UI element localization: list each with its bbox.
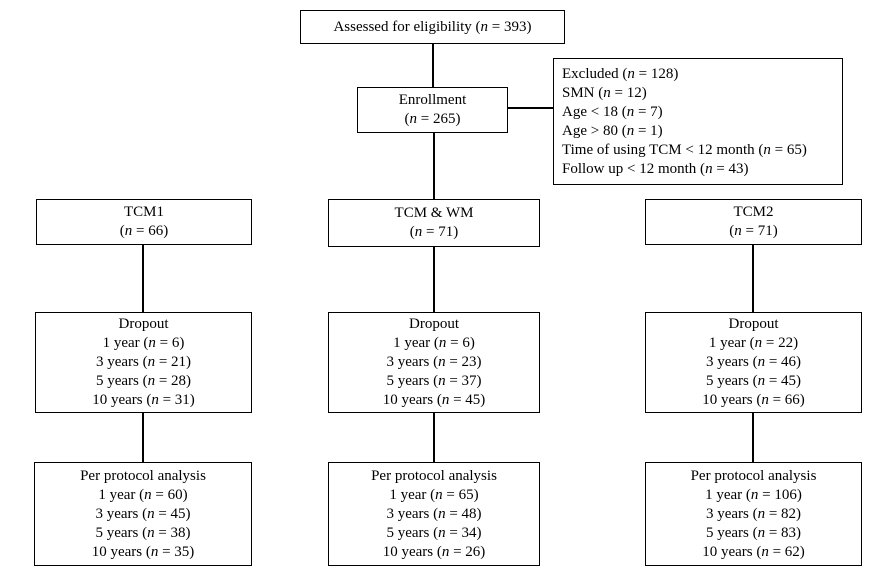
connector-dropout-to-per-protocol-tcm1 (142, 413, 144, 462)
box-per-protocol-tcm1: Per protocol analysis 1 year (n = 60) 3 ye… (34, 462, 252, 566)
box-line: 3 years (n = 82) (705, 505, 802, 522)
box-line: Enrollment (398, 92, 467, 108)
box-line: TCM & WM (394, 205, 474, 221)
box-line: 10 years (n = 26) (382, 543, 486, 560)
box-line: 3 years (n = 48) (386, 505, 482, 522)
box-per-protocol-tcm2: Per protocol analysis 1 year (n = 106) 3 y… (645, 462, 862, 566)
box-line: TCM1 (123, 204, 164, 220)
box-line: 3 years (n = 21) (95, 354, 192, 370)
box-line: 10 years (n = 45) (382, 392, 486, 408)
box-line: Dropout (409, 316, 459, 332)
box-excluded: Excluded (n = 128) SMN (n = 12) Age < 18 (… (553, 58, 843, 185)
box-line: Time of using TCM < 12 month (n = 65) (562, 141, 807, 158)
box-line: 5 years (n = 37) (386, 373, 482, 389)
box-arm-tcm2: TCM2 (n = 71) (645, 199, 862, 245)
box-line: Dropout (728, 316, 779, 332)
connector-tcm2-to-dropout (752, 245, 754, 312)
connector-assessed-to-enrollment (432, 44, 434, 87)
connector-tcm1-to-dropout (142, 245, 144, 312)
box-line: 3 years (n = 46) (705, 354, 802, 370)
box-line: 10 years (n = 35) (91, 543, 195, 560)
connector-enrollment-to-tcm-wm (433, 133, 435, 199)
box-line: (n = 71) (409, 224, 459, 240)
box-enrollment: Enrollment (n = 265) (357, 87, 508, 133)
connector-tcm-wm-to-dropout (433, 247, 435, 312)
box-line: Per protocol analysis (690, 467, 817, 484)
box-line: SMN (n = 12) (562, 84, 647, 101)
box-line: 10 years (n = 66) (702, 392, 805, 408)
box-line: 5 years (n = 28) (95, 373, 192, 389)
box-line: TCM2 (733, 204, 774, 220)
box-line: 3 years (n = 45) (95, 505, 191, 522)
box-line: (n = 66) (119, 223, 169, 239)
connector-dropout-to-per-protocol-tcm-wm (433, 413, 435, 462)
box-dropout-tcm2: Dropout 1 year (n = 22) 3 years (n = 46) 5 … (645, 312, 862, 413)
box-line: 5 years (n = 34) (386, 524, 482, 541)
connector-dropout-to-per-protocol-tcm2 (752, 413, 754, 462)
box-line: Assessed for eligibility (n = 393) (333, 18, 532, 35)
box-line: 10 years (n = 62) (702, 543, 805, 560)
box-line: 5 years (n = 83) (705, 524, 802, 541)
box-line: 3 years (n = 23) (386, 354, 482, 370)
box-line: 5 years (n = 38) (95, 524, 191, 541)
box-line: 10 years (n = 31) (92, 392, 195, 408)
box-line: 1 year (n = 6) (393, 335, 475, 351)
box-line: 1 year (n = 60) (98, 486, 188, 503)
box-line: 1 year (n = 22) (708, 335, 799, 351)
box-line: Age < 18 (n = 7) (562, 103, 663, 120)
box-arm-tcm-wm: TCM & WM (n = 71) (328, 199, 540, 247)
box-line: (n = 71) (729, 223, 778, 239)
box-line: Dropout (118, 316, 169, 332)
box-line: Age > 80 (n = 1) (562, 122, 663, 139)
box-line: 1 year (n = 65) (389, 486, 479, 503)
box-line: Follow up < 12 month (n = 43) (562, 160, 749, 177)
box-per-protocol-tcm-wm: Per protocol analysis 1 year (n = 65) 3 ye… (328, 462, 540, 566)
box-assessed-eligibility: Assessed for eligibility (n = 393) (300, 10, 565, 44)
box-line: 1 year (n = 6) (102, 335, 185, 351)
box-arm-tcm1: TCM1 (n = 66) (36, 199, 252, 245)
connector-enrollment-to-excluded (508, 107, 553, 109)
box-line: 1 year (n = 106) (705, 486, 802, 503)
box-line: Per protocol analysis (371, 467, 497, 484)
box-line: Per protocol analysis (80, 467, 206, 484)
box-line: 5 years (n = 45) (705, 373, 802, 389)
box-line: (n = 265) (404, 111, 461, 127)
box-dropout-tcm-wm: Dropout 1 year (n = 6) 3 years (n = 23) 5 y… (328, 312, 540, 413)
box-line: Excluded (n = 128) (562, 65, 679, 82)
box-dropout-tcm1: Dropout 1 year (n = 6) 3 years (n = 21) 5 y… (35, 312, 252, 413)
